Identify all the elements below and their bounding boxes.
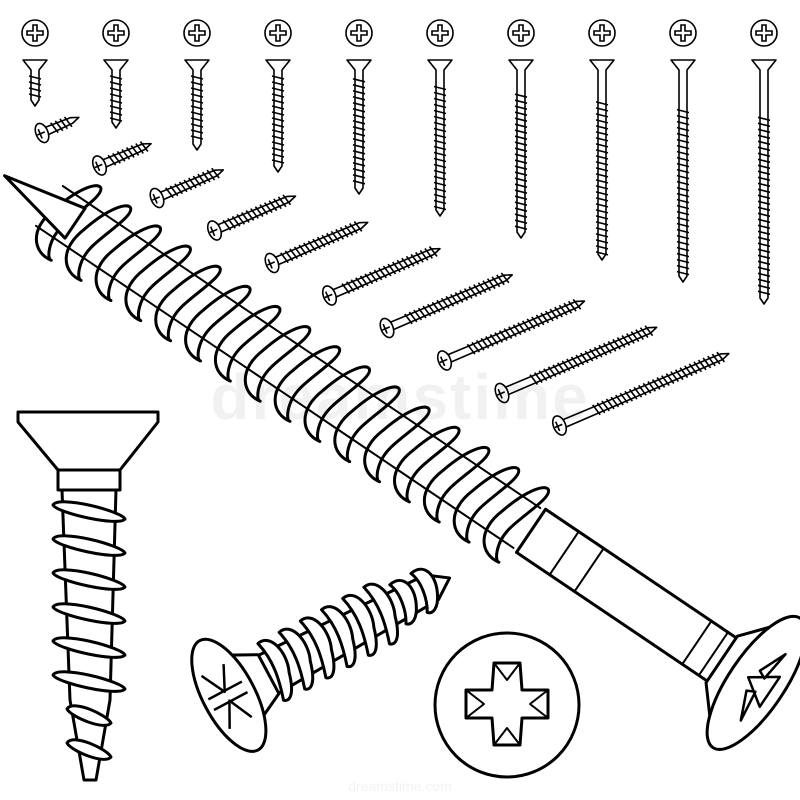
top-row-screw-heads (21, 19, 778, 47)
small-vertical-screw (103, 59, 129, 129)
small-vertical-screw (670, 59, 696, 283)
diagonal-row-screws (34, 116, 730, 436)
small-diagonal-screw (34, 116, 80, 144)
large-screw-tip (3, 174, 87, 240)
small-diagonal-screw (494, 325, 658, 404)
small-diagonal-screw (551, 351, 730, 436)
small-screw-head-front-view (264, 19, 292, 47)
small-vertical-screw (184, 59, 210, 151)
small-diagonal-screw (91, 141, 152, 176)
small-vertical-screw (427, 59, 453, 217)
small-screw-head-front-view (183, 19, 211, 47)
small-diagonal-screw (379, 272, 513, 339)
small-vertical-screw (508, 59, 534, 239)
angled-screw-head (190, 637, 268, 753)
small-diagonal-screw (264, 221, 369, 274)
small-diagonal-screw (321, 246, 441, 306)
vertical-screw-head (16, 410, 160, 472)
small-vertical-screw (346, 59, 372, 195)
small-screw-head-front-view (750, 19, 778, 47)
vertical-screw-shank (60, 488, 118, 782)
small-screw-head-front-view (21, 19, 49, 47)
small-screw-head-front-view (426, 19, 454, 47)
small-diagonal-screw (436, 298, 586, 371)
small-screw-head-front-view (588, 19, 616, 47)
small-diagonal-screw (149, 167, 225, 209)
angled-screw-threads (256, 567, 440, 702)
small-diagonal-screw (206, 194, 297, 241)
vertical-screw-threads (51, 500, 127, 761)
angled-screw (190, 567, 452, 753)
small-vertical-screw (589, 59, 615, 261)
small-screw-head-front-view (345, 19, 373, 47)
top-row-screws (22, 59, 777, 305)
large-diagonal-screw (3, 174, 800, 751)
small-screw-head-front-view (669, 19, 697, 47)
small-vertical-screw (751, 59, 777, 305)
small-vertical-screw (265, 59, 291, 173)
phillips-head-front-view (433, 631, 581, 779)
large-screw-threads (34, 184, 550, 564)
small-screw-head-front-view (102, 19, 130, 47)
small-screw-head-front-view (507, 19, 535, 47)
vertical-screw (16, 410, 160, 782)
small-vertical-screw (22, 59, 48, 107)
